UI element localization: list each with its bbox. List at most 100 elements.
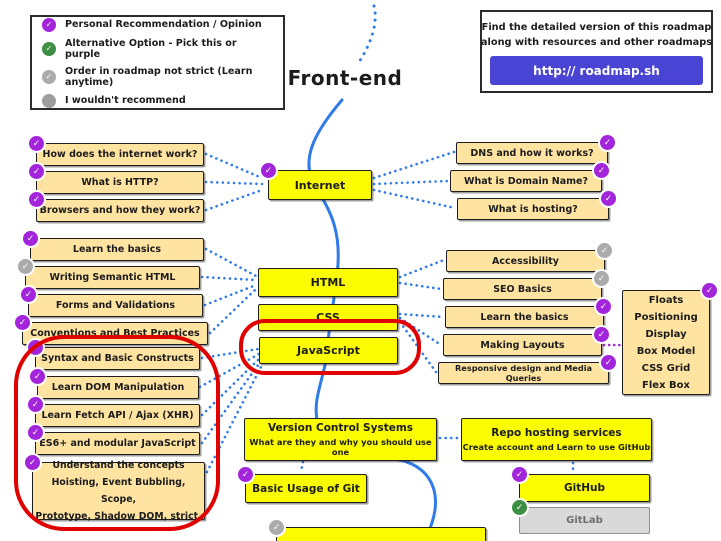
node-label: Browsers and how they work?	[39, 205, 201, 216]
gray-dot-icon	[42, 93, 56, 108]
node-label: What is HTTP?	[81, 177, 159, 188]
topic-internet[interactable]: ✓ Internet	[261, 163, 372, 200]
node-label: Basic Usage of Git	[252, 482, 360, 495]
topic-subtitle: Create account and Learn to use GitHub	[462, 442, 651, 452]
purple-check-icon: ✓	[601, 355, 616, 370]
node-what-is-domain-name[interactable]: ✓ What is Domain Name?	[450, 163, 609, 192]
partial-node[interactable]: ✓	[269, 520, 486, 541]
purple-check-icon: ✓	[28, 340, 43, 355]
legend-item: ✓ Alternative Option - Pick this or purp…	[42, 38, 273, 60]
topic-label: CSS	[316, 311, 340, 324]
node-label: Syntax and Basic Constructs	[41, 353, 194, 364]
gray-check-icon: ✓	[42, 69, 56, 84]
purple-check-icon: ✓	[238, 467, 253, 482]
legend-label: I wouldn't recommend	[65, 95, 186, 106]
topic-version-control-systems[interactable]: Version Control Systems What are they an…	[244, 418, 437, 461]
legend-item: ✓ Order in roadmap not strict (Learn any…	[42, 66, 273, 88]
info-box: Find the detailed version of this roadma…	[480, 10, 713, 93]
purple-check-icon: ✓	[29, 192, 44, 207]
topic-label: JavaScript	[297, 344, 360, 357]
legend-box: ✓ Personal Recommendation / Opinion ✓ Al…	[30, 15, 285, 110]
gray-check-icon: ✓	[594, 271, 609, 286]
node-label: How does the internet work?	[42, 149, 198, 160]
node-syntax-basic-constructs[interactable]: ✓ Syntax and Basic Constructs	[28, 340, 200, 370]
topic-javascript[interactable]: JavaScript	[259, 337, 398, 364]
topic-html[interactable]: HTML	[258, 268, 398, 297]
green-check-icon: ✓	[42, 41, 56, 56]
node-label: Conventions and Best Practices	[30, 328, 200, 339]
purple-check-icon: ✓	[601, 191, 616, 206]
page-title: Front-end	[287, 66, 403, 90]
node-label: Making Layouts	[480, 339, 565, 351]
node-what-is-http[interactable]: ✓ What is HTTP?	[29, 164, 204, 194]
node-label: SEO Basics	[493, 283, 552, 295]
concept-label: Floats	[648, 294, 684, 306]
purple-check-icon: ✓	[261, 163, 276, 178]
node-understand-the-concepts[interactable]: ✓ Understand the concepts Hoisting, Even…	[25, 455, 205, 522]
node-label: ES6+ and modular JavaScript	[39, 438, 196, 449]
legend-item: I wouldn't recommend	[42, 93, 273, 108]
topic-css[interactable]: CSS	[258, 304, 398, 331]
purple-check-icon: ✓	[15, 315, 30, 330]
node-css-layout-concepts[interactable]: ✓ Floats Positioning Display Box Model C…	[622, 283, 717, 395]
node-learn-fetch-ajax[interactable]: ✓ Learn Fetch API / Ajax (XHR)	[28, 397, 200, 427]
purple-check-icon: ✓	[30, 369, 45, 384]
purple-check-icon: ✓	[29, 164, 44, 179]
info-text-line2: along with resources and other roadmaps	[480, 37, 713, 48]
node-basic-usage-of-git[interactable]: ✓ Basic Usage of Git	[238, 467, 367, 503]
concept-label: Box Model	[636, 345, 696, 357]
concept-label: Display	[645, 328, 687, 340]
roadmap-url-button[interactable]: http:// roadmap.sh	[490, 56, 703, 85]
node-label: What is hosting?	[488, 203, 578, 215]
node-label: Responsive design and Media Queries	[454, 363, 593, 383]
node-what-is-hosting[interactable]: ✓ What is hosting?	[457, 191, 616, 220]
gray-check-icon: ✓	[597, 243, 612, 258]
topic-label: HTML	[310, 276, 346, 289]
node-label: GitHub	[563, 482, 605, 494]
node-css-learn-basics[interactable]: ✓ Learn the basics	[445, 299, 611, 328]
node-seo-basics[interactable]: ✓ SEO Basics	[443, 271, 609, 300]
node-label: Learn the basics	[72, 244, 162, 255]
node-forms-and-validations[interactable]: ✓ Forms and Validations	[21, 287, 203, 317]
purple-check-icon: ✓	[42, 17, 56, 32]
info-text-line1: Find the detailed version of this roadma…	[481, 22, 712, 33]
concept-label: Flex Box	[642, 379, 690, 391]
gray-check-icon: ✓	[18, 259, 33, 274]
node-gitlab[interactable]: ✓ GitLab	[512, 500, 650, 534]
node-html-learn-basics[interactable]: ✓ Learn the basics	[23, 231, 204, 261]
topic-label: Version Control Systems	[267, 422, 414, 434]
purple-check-icon: ✓	[512, 467, 527, 482]
purple-check-icon: ✓	[28, 397, 43, 412]
node-label: Learn the basics	[480, 311, 569, 323]
node-responsive-design-media-queries[interactable]: ✓ Responsive design and Media Queries	[438, 355, 616, 384]
purple-check-icon: ✓	[594, 327, 609, 342]
node-label: Writing Semantic HTML	[49, 272, 176, 283]
node-learn-dom-manipulation[interactable]: ✓ Learn DOM Manipulation	[30, 369, 199, 399]
node-making-layouts[interactable]: ✓ Making Layouts	[443, 327, 609, 356]
node-dns-how-it-works[interactable]: ✓ DNS and how it works?	[456, 135, 615, 164]
purple-check-icon: ✓	[600, 135, 615, 150]
node-label: What is Domain Name?	[464, 175, 588, 187]
node-conventions-best-practices[interactable]: ✓ Conventions and Best Practices	[15, 315, 208, 345]
purple-check-icon: ✓	[702, 283, 717, 298]
purple-check-icon: ✓	[594, 163, 609, 178]
node-how-does-internet-work[interactable]: ✓ How does the internet work?	[29, 136, 204, 166]
legend-label: Alternative Option - Pick this or purple	[65, 37, 237, 60]
topic-repo-hosting-services[interactable]: Repo hosting services Create account and…	[461, 418, 652, 461]
node-label: Learn DOM Manipulation	[51, 382, 185, 393]
gray-check-icon: ✓	[269, 520, 284, 535]
node-github[interactable]: ✓ GitHub	[512, 467, 650, 502]
topic-label: Internet	[294, 178, 346, 192]
purple-check-icon: ✓	[28, 425, 43, 440]
concept-label: Positioning	[634, 311, 698, 323]
purple-check-icon: ✓	[21, 287, 36, 302]
node-es6-modular-javascript[interactable]: ✓ ES6+ and modular JavaScript	[28, 425, 200, 455]
node-accessibility[interactable]: ✓ Accessibility	[446, 243, 612, 272]
green-check-icon: ✓	[512, 500, 527, 515]
purple-check-icon: ✓	[25, 455, 40, 470]
node-writing-semantic-html[interactable]: ✓ Writing Semantic HTML	[18, 259, 200, 289]
node-browsers-how-they-work[interactable]: ✓ Browsers and how they work?	[29, 192, 204, 222]
legend-item: ✓ Personal Recommendation / Opinion	[42, 17, 273, 32]
node-label: DNS and how it works?	[470, 147, 594, 159]
